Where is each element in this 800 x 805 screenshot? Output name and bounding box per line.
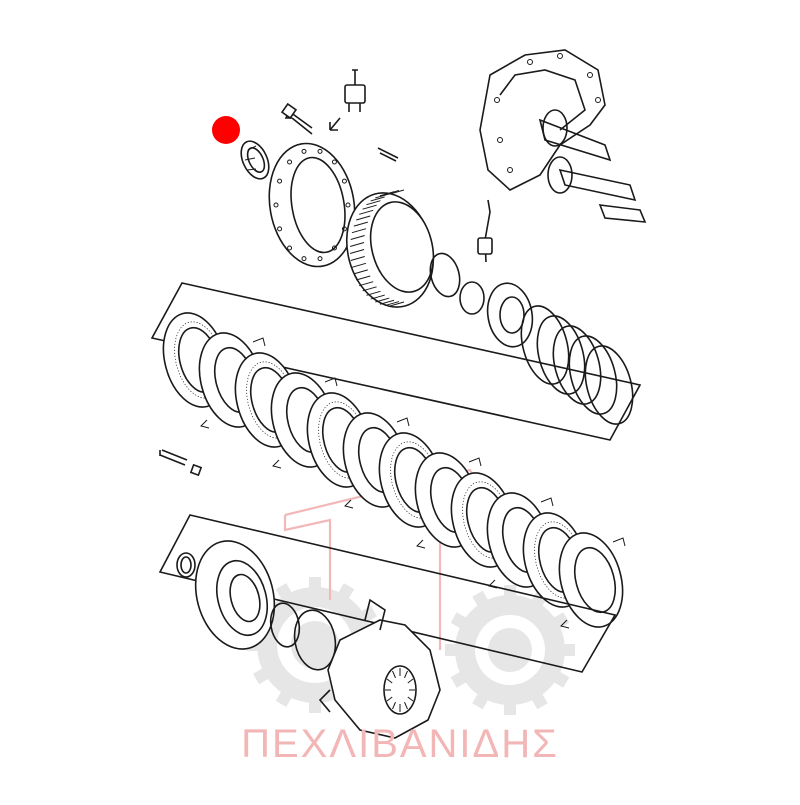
top-assembly [240, 49, 647, 425]
clutch-pack-frame [150, 282, 642, 441]
bottom-assembly [176, 540, 441, 739]
watermark-text: ΠΕΧΛΙΒΑΝΙΔΗΣ [241, 722, 559, 766]
bottom-frame [158, 514, 617, 673]
clutch-pack [162, 312, 626, 629]
gearbox-housing [479, 49, 647, 223]
red-dot-icon [212, 116, 240, 144]
clutch-plate [558, 532, 626, 629]
